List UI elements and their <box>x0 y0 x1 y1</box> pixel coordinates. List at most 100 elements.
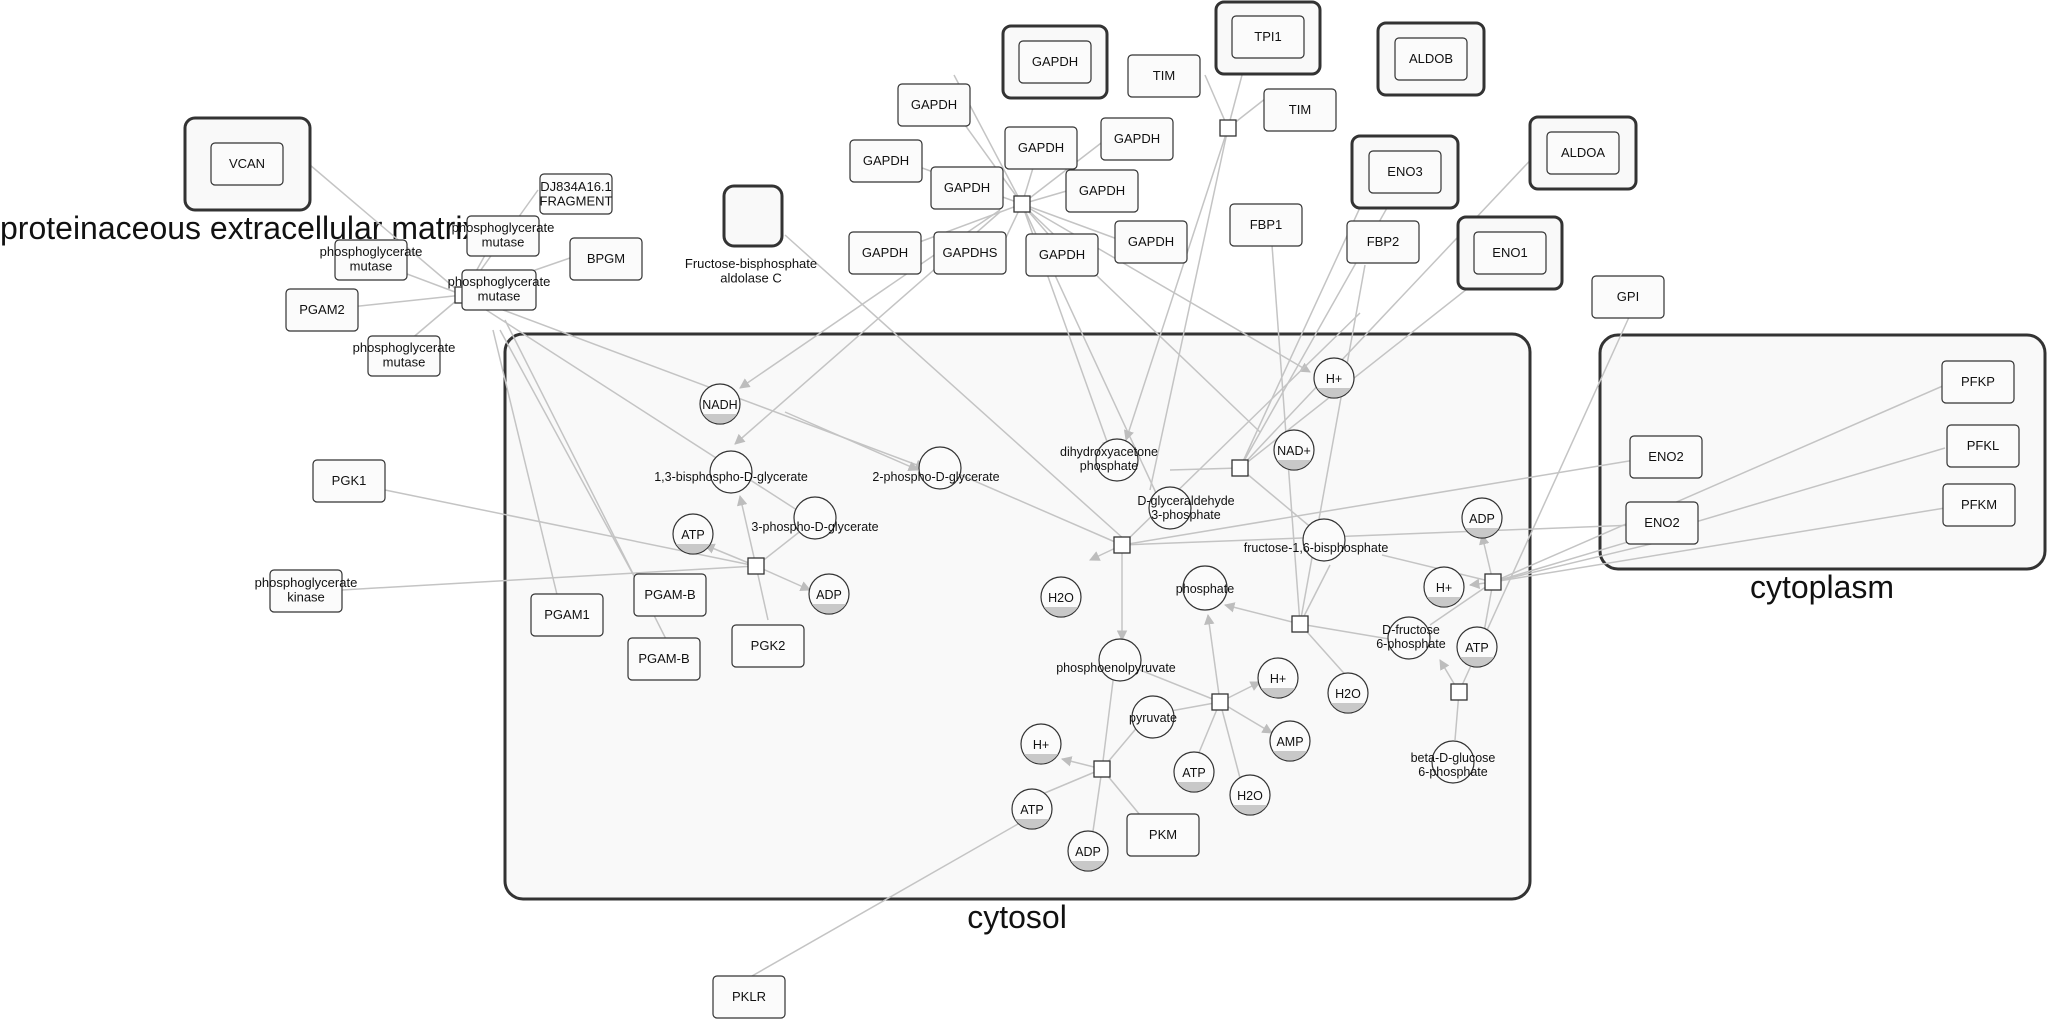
metabolite-amp[interactable]: AMP <box>1269 720 1311 762</box>
svg-text:ATP: ATP <box>1182 766 1205 780</box>
metabolite-adp[interactable]: ADP <box>808 573 850 615</box>
gene-pgam1[interactable]: PGAM1 <box>530 593 604 637</box>
gene-gapdh[interactable]: GAPDH <box>1100 117 1174 161</box>
process-node[interactable] <box>1231 459 1249 477</box>
metabolite-h2o[interactable]: H2O <box>1327 672 1369 714</box>
gene-eno3[interactable]: ENO3 <box>1368 150 1442 194</box>
process-node[interactable] <box>1093 760 1111 778</box>
gene-eno2[interactable]: ENO2 <box>1625 501 1699 545</box>
metabolite-adp[interactable]: ADP <box>1067 830 1109 872</box>
svg-text:GAPDH: GAPDH <box>862 245 908 260</box>
process-node[interactable] <box>1211 693 1229 711</box>
gene-eno1[interactable]: ENO1 <box>1473 231 1547 275</box>
cytoplasm-compartment-label: cytoplasm <box>1750 569 1894 605</box>
gene-pgam-b[interactable]: PGAM-B <box>633 573 707 617</box>
gene-pfkp[interactable]: PFKP <box>1941 360 2015 404</box>
gene-gapdh[interactable]: GAPDH <box>1114 220 1188 264</box>
metabolite-h-plus[interactable]: H+ <box>1423 566 1465 608</box>
gene-gapdh[interactable]: GAPDH <box>897 83 971 127</box>
metabolite-h-plus[interactable]: H+ <box>1020 723 1062 765</box>
gene-pgam-b[interactable]: PGAM-B <box>627 637 701 681</box>
gene-bpgm[interactable]: BPGM <box>569 237 643 281</box>
process-node[interactable] <box>1484 573 1502 591</box>
metabolite-1-3-bisphospho-d-glycerate[interactable]: 1,3-bisphospho-D-glycerate <box>654 450 808 494</box>
gene-gapdh[interactable]: GAPDH <box>848 231 922 275</box>
metabolite-h2o[interactable]: H2O <box>1040 576 1082 618</box>
metabolite-h2o[interactable]: H2O <box>1229 774 1271 816</box>
gene-pklr[interactable]: PKLR <box>712 975 786 1019</box>
svg-text:H+: H+ <box>1436 581 1452 595</box>
gene-aldob[interactable]: ALDOB <box>1394 37 1468 81</box>
svg-text:GAPDH: GAPDH <box>1128 234 1174 249</box>
gene-gapdh[interactable]: GAPDH <box>849 139 923 183</box>
gene-gapdh[interactable]: GAPDH <box>930 166 1004 210</box>
gene-pgk1[interactable]: PGK1 <box>312 459 386 503</box>
metabolite-atp[interactable]: ATP <box>1011 788 1053 830</box>
metabolite-phosphoenolpyruvate[interactable]: phosphoenolpyruvate <box>1056 638 1176 682</box>
gene-gapdh[interactable]: GAPDH <box>1018 40 1092 84</box>
process-node[interactable] <box>747 557 765 575</box>
gene-pfkl[interactable]: PFKL <box>1946 424 2020 468</box>
metabolite-atp[interactable]: ATP <box>672 513 714 555</box>
metabolite-adp[interactable]: ADP <box>1461 497 1503 539</box>
gene-eno2[interactable]: ENO2 <box>1629 435 1703 479</box>
svg-text:2-phospho-D-glycerate: 2-phospho-D-glycerate <box>872 470 999 484</box>
metabolite-h-plus[interactable]: H+ <box>1313 357 1355 399</box>
metabolite-atp[interactable]: ATP <box>1456 626 1498 668</box>
gene-gapdh[interactable]: GAPDH <box>1004 126 1078 170</box>
svg-text:PGK1: PGK1 <box>332 473 367 488</box>
metabolite-2-phospho-d-glycerate[interactable]: 2-phospho-D-glycerate <box>872 446 1000 490</box>
process-node[interactable] <box>1291 615 1309 633</box>
gene-gapdhs[interactable]: GAPDHS <box>933 231 1007 275</box>
process-node[interactable] <box>1450 683 1468 701</box>
svg-text:ALDOB: ALDOB <box>1409 51 1453 66</box>
svg-text:3-phospho-D-glycerate: 3-phospho-D-glycerate <box>751 520 878 534</box>
svg-text:GAPDH: GAPDH <box>1114 131 1160 146</box>
svg-text:ENO2: ENO2 <box>1644 515 1679 530</box>
gene-tpi1[interactable]: TPI1 <box>1231 15 1305 59</box>
gene-aldoa[interactable]: ALDOA <box>1546 131 1620 175</box>
gene-gapdh[interactable]: GAPDH <box>1065 169 1139 213</box>
metabolite-3-phospho-d-glycerate[interactable]: 3-phospho-D-glycerate <box>751 496 879 540</box>
metabolite-nad-plus[interactable]: NAD+ <box>1273 429 1315 471</box>
gene-pgk2[interactable]: PGK2 <box>731 624 805 668</box>
svg-text:GAPDH: GAPDH <box>1039 247 1085 262</box>
svg-text:PGAM1: PGAM1 <box>544 607 590 622</box>
gene-gpi[interactable]: GPI <box>1591 275 1665 319</box>
process-node[interactable] <box>1219 119 1237 137</box>
process-node[interactable] <box>1013 195 1031 213</box>
ecm-compartment-label: proteinaceous extracellular matrix <box>0 210 478 246</box>
gene-tim[interactable]: TIM <box>1127 54 1201 98</box>
gene-gapdh[interactable]: GAPDH <box>1025 233 1099 277</box>
metabolite-atp[interactable]: ATP <box>1173 751 1215 793</box>
metabolite-nadh[interactable]: NADH <box>699 383 741 425</box>
cytosol-compartment[interactable] <box>503 332 1532 901</box>
gene-tim[interactable]: TIM <box>1263 88 1337 132</box>
metabolite-fructose-1-6-bisphosphate[interactable]: fructose-1,6-bisphosphate <box>1244 518 1389 562</box>
metabolite-phosphate[interactable]: phosphate <box>1176 565 1234 611</box>
svg-text:ALDOA: ALDOA <box>1561 145 1605 160</box>
metabolite-h-plus[interactable]: H+ <box>1257 657 1299 699</box>
gene-fbp1[interactable]: FBP1 <box>1229 203 1303 247</box>
metabolite-pyruvate[interactable]: pyruvate <box>1129 695 1177 739</box>
process-node[interactable] <box>1113 536 1131 554</box>
gene-pfkm[interactable]: PFKM <box>1942 483 2016 527</box>
gene-vcan[interactable]: VCAN <box>210 142 284 186</box>
gene-fbp2[interactable]: FBP2 <box>1346 220 1420 264</box>
gene-pgam2[interactable]: PGAM2 <box>285 288 359 332</box>
svg-text:TPI1: TPI1 <box>1254 29 1281 44</box>
aldoc-complex[interactable] <box>722 184 784 248</box>
gene-pkm[interactable]: PKM <box>1126 813 1200 857</box>
